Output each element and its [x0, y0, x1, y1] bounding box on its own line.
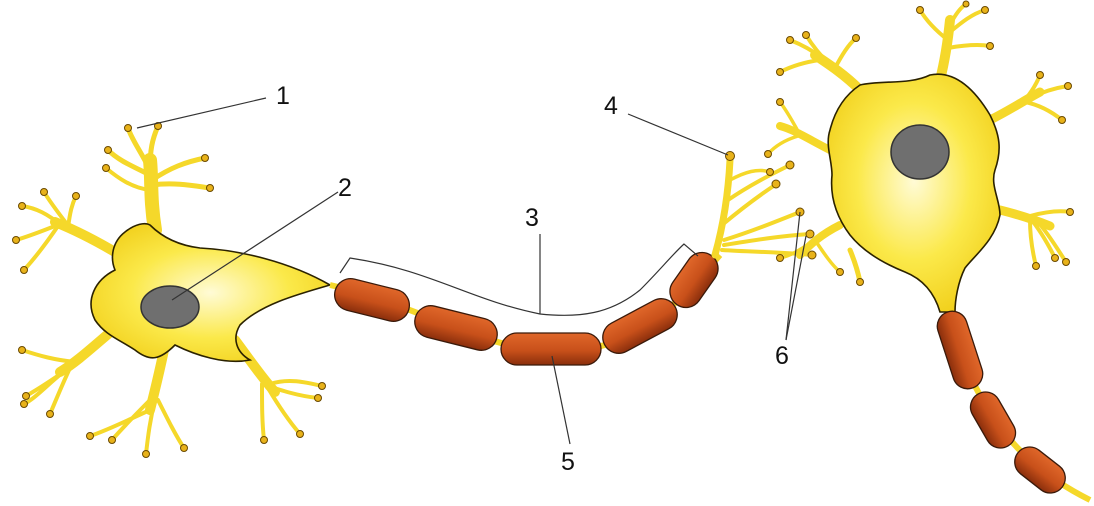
- myelin-segment: [411, 302, 500, 353]
- right-soma: [828, 74, 1000, 312]
- left-soma: [91, 224, 330, 362]
- myelin-segment: [331, 275, 412, 324]
- label-4: 4: [604, 92, 618, 120]
- label-5: 5: [561, 448, 575, 476]
- axon: [330, 244, 724, 365]
- right-nucleus: [891, 125, 949, 179]
- label-3: 3: [525, 204, 539, 232]
- leader-1: [137, 98, 266, 128]
- myelin-segment: [501, 333, 601, 365]
- label-2: 2: [338, 174, 352, 202]
- left-nucleus: [141, 286, 199, 328]
- label-6: 6: [775, 342, 789, 370]
- myelin-segment: [597, 293, 683, 359]
- myelin-segment: [933, 307, 986, 392]
- left-neuron: [13, 123, 331, 458]
- leader-4: [628, 114, 728, 155]
- label-1: 1: [276, 82, 290, 110]
- right-neuron: [765, 1, 1091, 500]
- right-myelin-sheath: [933, 307, 1071, 499]
- leader-5: [552, 356, 570, 444]
